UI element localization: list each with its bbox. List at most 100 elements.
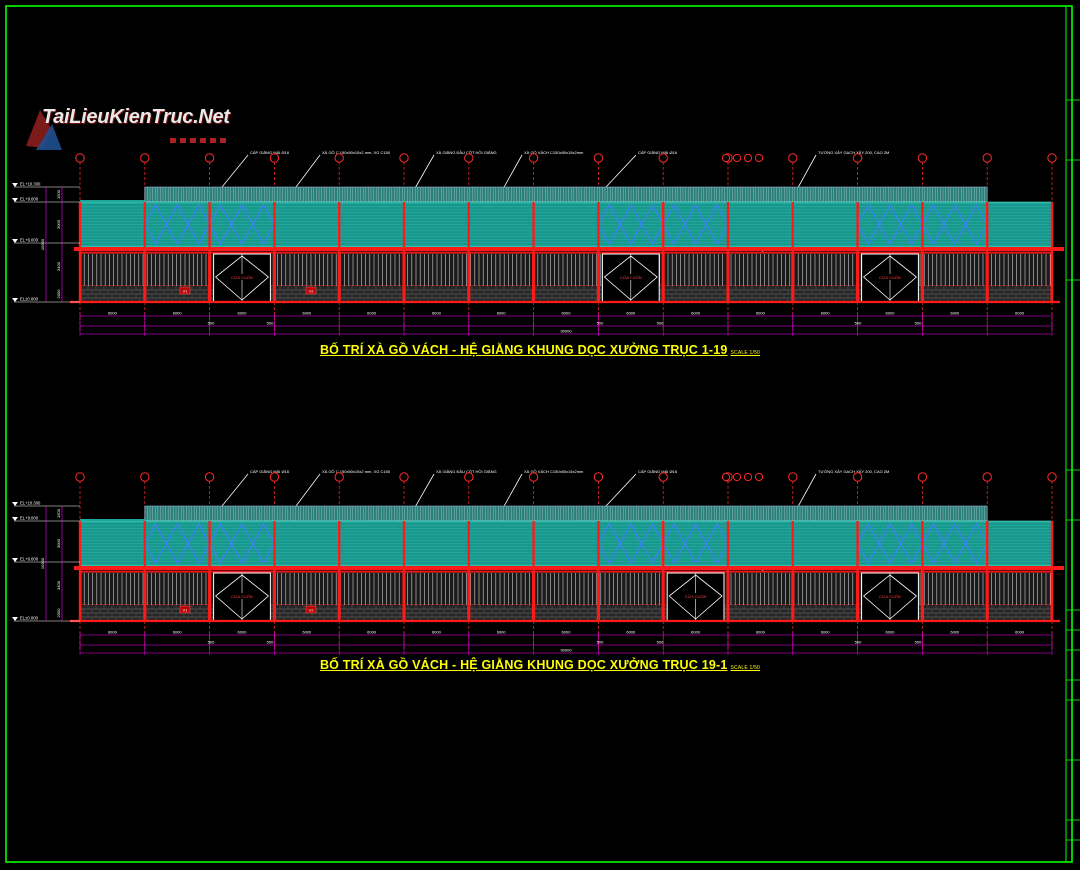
grid-bubble <box>399 472 409 482</box>
grid-bubble <box>204 472 215 482</box>
grid-bubble <box>269 153 280 163</box>
vertical-dim-label: 3000 <box>56 219 61 229</box>
watermark-logo-icon <box>26 110 226 150</box>
bay-dim-label: 6000 <box>367 311 377 316</box>
sub-dim-label: 500 <box>915 640 922 645</box>
title-block <box>1066 99 1080 841</box>
door-label: CỬA CUỐN <box>231 594 253 599</box>
level-label: EL+9.000 <box>20 197 39 202</box>
bay-dim-label: 6000 <box>302 311 312 316</box>
callout-label: CÁP GIẰNG MÁI Ø16 <box>638 150 678 155</box>
watermark-text: TaiLieuKienTruc.Net <box>42 106 230 128</box>
elevation-2-title-text: BỐ TRÍ XÀ GỒ VÁCH - HỆ GIẰNG KHUNG DỌC X… <box>319 658 728 672</box>
bay-dim-label: 6000 <box>821 311 831 316</box>
cladding-step <box>80 200 145 202</box>
steel-column <box>986 521 989 621</box>
grid-bubble <box>852 472 863 482</box>
bay-dim-label: 6000 <box>108 311 118 316</box>
grid-bubble <box>75 153 85 163</box>
elevation-2-scale: SCALE 1/50 <box>730 665 761 671</box>
bay-dim-label: 6000 <box>562 311 572 316</box>
steel-column <box>532 202 535 302</box>
grid-bubble <box>140 472 150 482</box>
grid-bubble-cluster <box>754 472 764 482</box>
steel-column <box>986 202 989 302</box>
elevation-1: CÁP GIẰNG MÁI Ø16 XÀ GỒ C 150x50x15x2 mm,… <box>12 150 1064 336</box>
grid-bubble <box>334 153 344 163</box>
grid-bubble <box>75 472 85 482</box>
callout-label: CÁP GIẰNG MÁI Ø16 <box>638 469 678 474</box>
window-tag-box <box>179 605 191 614</box>
bay-dim-label: 6000 <box>950 630 960 635</box>
window-tag-box <box>305 286 317 295</box>
level-marker-icon <box>12 558 18 562</box>
steel-column <box>402 202 406 302</box>
level-marker-icon <box>12 617 18 621</box>
grid-bubble <box>852 153 863 163</box>
wall-cladding <box>79 520 1053 567</box>
sub-dim-label: 500 <box>208 321 215 326</box>
level-marker-icon <box>12 502 18 506</box>
callout-leader <box>295 473 321 507</box>
grid-bubble-cluster <box>743 472 753 482</box>
elevation-2-title: BỐ TRÍ XÀ GỒ VÁCH - HỆ GIẰNG KHUNG DỌC X… <box>0 658 1080 672</box>
sub-dim-label: 500 <box>597 321 604 326</box>
grid-bubble <box>528 153 539 163</box>
total-dim-label: 90000 <box>560 648 572 653</box>
callout-leader <box>605 473 637 507</box>
grid-bubble <box>917 153 928 163</box>
grid-bubble <box>658 472 668 482</box>
callout-label: XÀ GỒ C 150x50x15x2 mm, XG C150 <box>322 150 391 155</box>
grid-bubble <box>917 472 928 482</box>
steel-column <box>78 202 82 302</box>
grid-bubble <box>399 153 409 163</box>
grid-bubble-cluster <box>721 153 731 163</box>
vertical-dim-label: 2000 <box>56 289 61 299</box>
steel-column <box>1050 521 1054 621</box>
grid-bubble <box>1047 153 1057 163</box>
bay-dim-label: 6000 <box>497 630 507 635</box>
callout-leader <box>605 154 637 188</box>
bay-dim-label: 6000 <box>691 630 701 635</box>
steel-column <box>597 202 600 302</box>
steel-column <box>726 521 730 621</box>
window-tag: V2 <box>309 608 315 613</box>
bay-dim-label: 6000 <box>950 311 960 316</box>
steel-column <box>467 521 470 621</box>
grid-bubble <box>788 472 798 482</box>
callout-leader <box>221 473 249 507</box>
bay-dim-label: 6000 <box>367 630 377 635</box>
level-marker-icon <box>12 183 18 187</box>
bay-dim-label: 6000 <box>497 311 507 316</box>
grid-bubble <box>788 153 798 163</box>
level-label: EL±0.000 <box>20 616 39 621</box>
bay-dim-label: 6000 <box>886 630 896 635</box>
steel-column <box>532 521 535 621</box>
grid-bubble <box>1047 472 1057 482</box>
eave-beam <box>74 247 1064 251</box>
bay-dim-label: 6000 <box>562 630 572 635</box>
door-label-bg <box>687 593 704 599</box>
steel-column <box>597 521 600 621</box>
wall-cladding <box>79 201 1053 248</box>
grid-bubble <box>982 472 992 482</box>
steel-column <box>338 521 341 621</box>
vertical-dim-label: 1500 <box>56 189 61 199</box>
bay-dim-label: 6000 <box>238 311 248 316</box>
bay-dim-label: 6000 <box>756 630 766 635</box>
bay-dim-label: 6000 <box>432 630 442 635</box>
steel-column <box>726 202 730 302</box>
grid-bubble-cluster <box>732 153 742 163</box>
level-marker-icon <box>12 298 18 302</box>
door-label: CỬA CUỐN <box>620 275 642 280</box>
steel-column <box>791 202 794 302</box>
steel-column <box>856 521 859 621</box>
bay-dim-label: 6000 <box>238 630 248 635</box>
window-tag-box <box>305 605 317 614</box>
door-label: CỬA CUỐN <box>685 594 707 599</box>
callout-label: XÀ GIẰNG ĐẦU CỘT HỒI GIẰNG <box>436 469 497 474</box>
level-marker-icon <box>12 239 18 243</box>
steel-column <box>338 202 341 302</box>
bay-dim-label: 6000 <box>626 630 636 635</box>
